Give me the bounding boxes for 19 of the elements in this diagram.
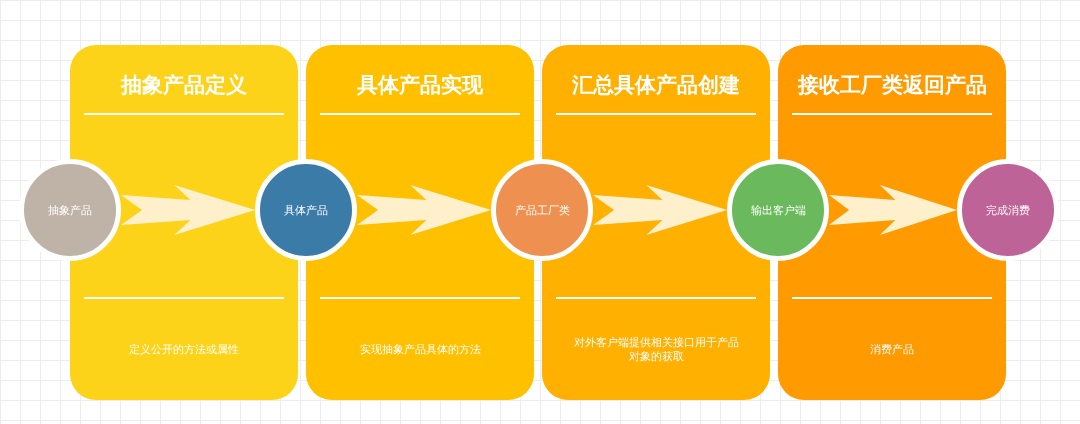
chevron-arrow [829, 185, 957, 235]
stage-title: 具体产品实现 [356, 72, 484, 99]
stage-description: 定义公开的方法或属性 [128, 343, 240, 357]
step-label: 完成消费 [986, 202, 1030, 218]
stage-title: 汇总具体产品创建 [571, 72, 741, 99]
step-label: 具体产品 [284, 202, 328, 218]
stage-title: 抽象产品定义 [119, 72, 248, 99]
stage-title: 接收工厂类返回产品 [796, 72, 988, 99]
step-circle [957, 159, 1059, 261]
chevron-arrow [357, 185, 491, 235]
stage-description: 实现抽象产品具体的方法 [358, 343, 482, 357]
step-label: 产品工厂类 [514, 202, 570, 218]
chevron-arrow [121, 185, 255, 235]
step-circle [19, 159, 121, 261]
step-label: 输出客户端 [750, 202, 806, 218]
chevron-arrow [593, 185, 727, 235]
step-label: 抽象产品 [48, 202, 92, 218]
stage-description: 消费产品 [869, 343, 915, 357]
stage-description: 对外客户端提供相关接口用于产品对象的获取 [572, 336, 740, 364]
